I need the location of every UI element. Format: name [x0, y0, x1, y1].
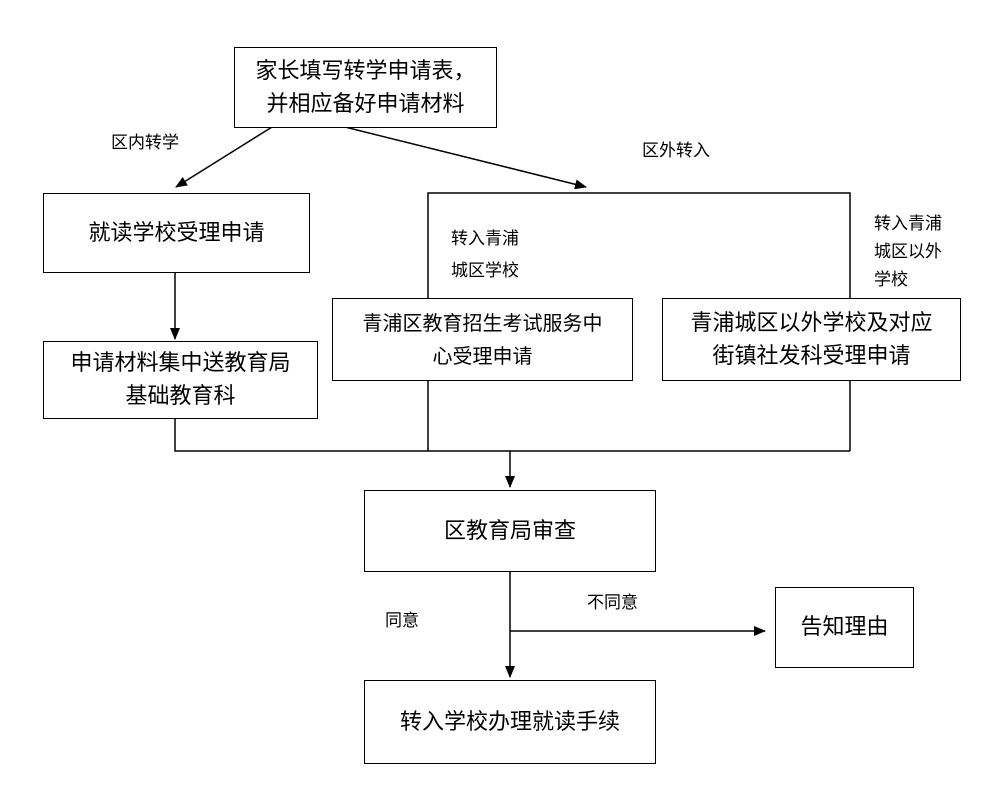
label-agree: 同意	[385, 611, 419, 631]
node-qingpu-center-line2: 心受理申请	[432, 343, 533, 368]
node-apply: 家长填写转学申请表， 并相应备好申请材料	[234, 47, 497, 128]
label-to-outside-city-line2: 城区以外	[874, 242, 942, 262]
label-to-outside-city: 转入青浦 城区以外 学校	[874, 210, 942, 294]
node-school-accept: 就读学校受理申请	[43, 193, 310, 273]
node-enroll: 转入学校办理就读手续	[364, 680, 656, 764]
node-school-accept-text: 就读学校受理申请	[88, 220, 265, 246]
label-within-district: 区内转学	[111, 133, 179, 153]
node-apply-line1: 家长填写转学申请表，	[255, 58, 476, 84]
node-apply-line2: 并相应备好申请材料	[266, 91, 465, 117]
node-review: 区教育局审查	[364, 490, 656, 572]
node-notify: 告知理由	[775, 587, 914, 668]
node-outside-school: 青浦城区以外学校及对应 街镇社发科受理申请	[662, 298, 961, 381]
collector-line	[174, 419, 850, 452]
node-enroll-text: 转入学校办理就读手续	[399, 709, 620, 735]
node-materials-line1: 申请材料集中送教育局	[70, 351, 291, 376]
arrow-to-outside-district	[344, 126, 587, 190]
node-outside-school-line2: 街镇社发科受理申请	[712, 343, 911, 369]
node-review-text: 区教育局审查	[443, 518, 576, 544]
node-outside-school-line1: 青浦城区以外学校及对应	[690, 310, 933, 336]
label-disagree: 不同意	[587, 593, 638, 613]
arrow-to-school-accept	[175, 126, 273, 188]
node-materials: 申请材料集中送教育局 基础教育科	[43, 341, 318, 419]
label-to-outside-city-line3: 学校	[874, 270, 908, 290]
label-to-qingpu-city-line1: 转入青浦	[451, 229, 519, 249]
label-to-outside-city-line1: 转入青浦	[874, 214, 942, 234]
label-to-qingpu-city: 转入青浦 城区学校	[451, 223, 519, 287]
node-qingpu-center: 青浦区教育招生考试服务中 心受理申请	[332, 298, 633, 381]
node-materials-line2: 基础教育科	[125, 384, 236, 409]
node-notify-text: 告知理由	[800, 615, 889, 640]
label-outside-district: 区外转入	[642, 141, 710, 161]
label-to-qingpu-city-line2: 城区学校	[451, 261, 519, 281]
node-qingpu-center-line1: 青浦区教育招生考试服务中	[362, 310, 603, 335]
